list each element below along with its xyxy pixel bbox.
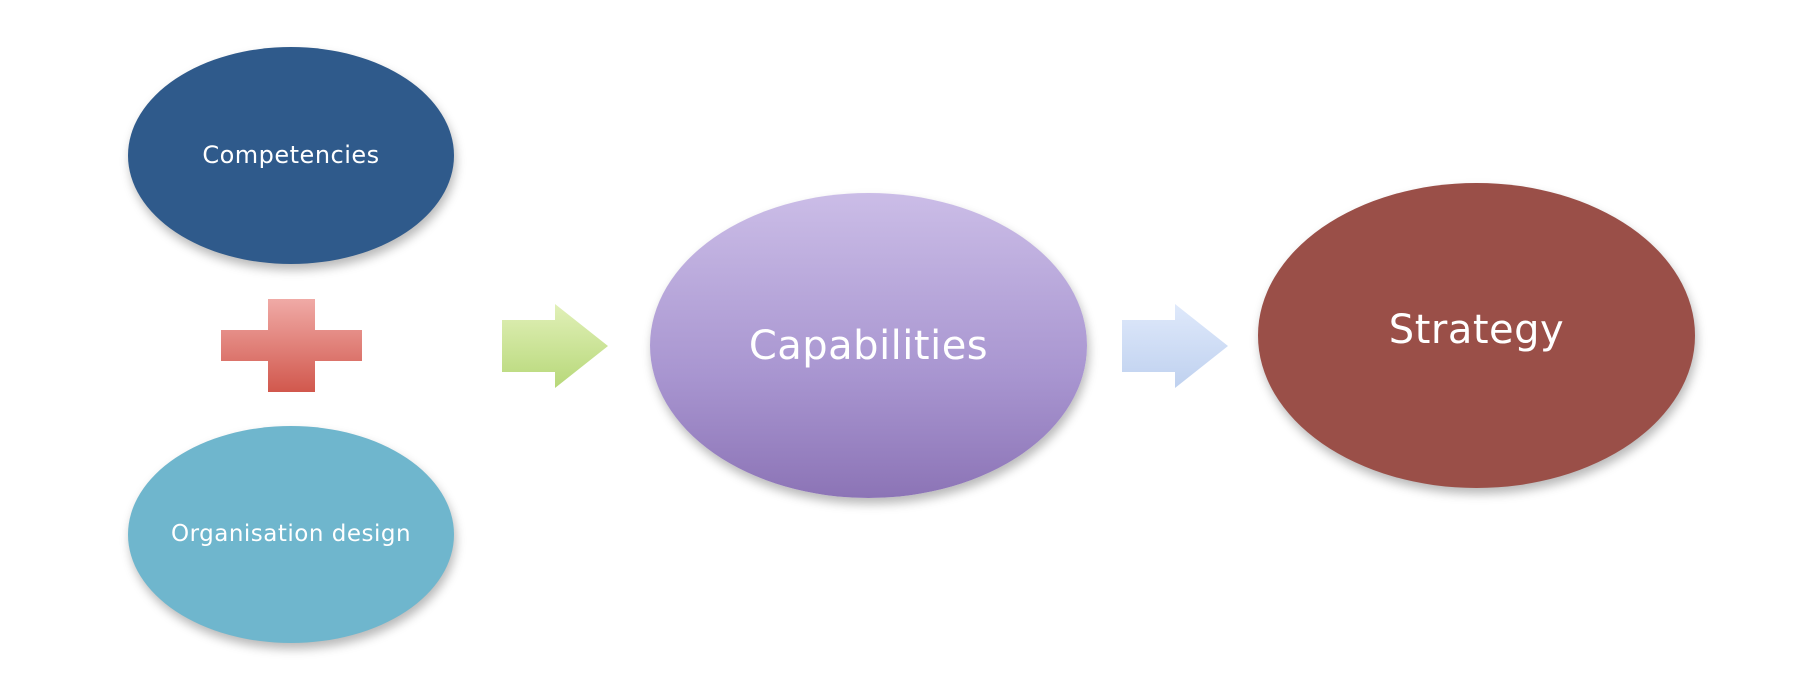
competencies-node: Competencies <box>128 47 454 264</box>
arrow-right-icon <box>502 304 608 388</box>
capabilities-label: Capabilities <box>748 322 989 369</box>
capabilities-node: Capabilities <box>650 193 1087 498</box>
competencies-label: Competencies <box>202 140 380 169</box>
arrow-right-icon <box>1122 304 1228 388</box>
plus-icon <box>221 299 362 392</box>
organisation-design-node: Organisation design <box>128 426 454 643</box>
organisation-design-label: Organisation design <box>170 520 412 547</box>
strategy-node: Strategy <box>1258 183 1695 488</box>
strategy-label: Strategy <box>1388 306 1565 353</box>
